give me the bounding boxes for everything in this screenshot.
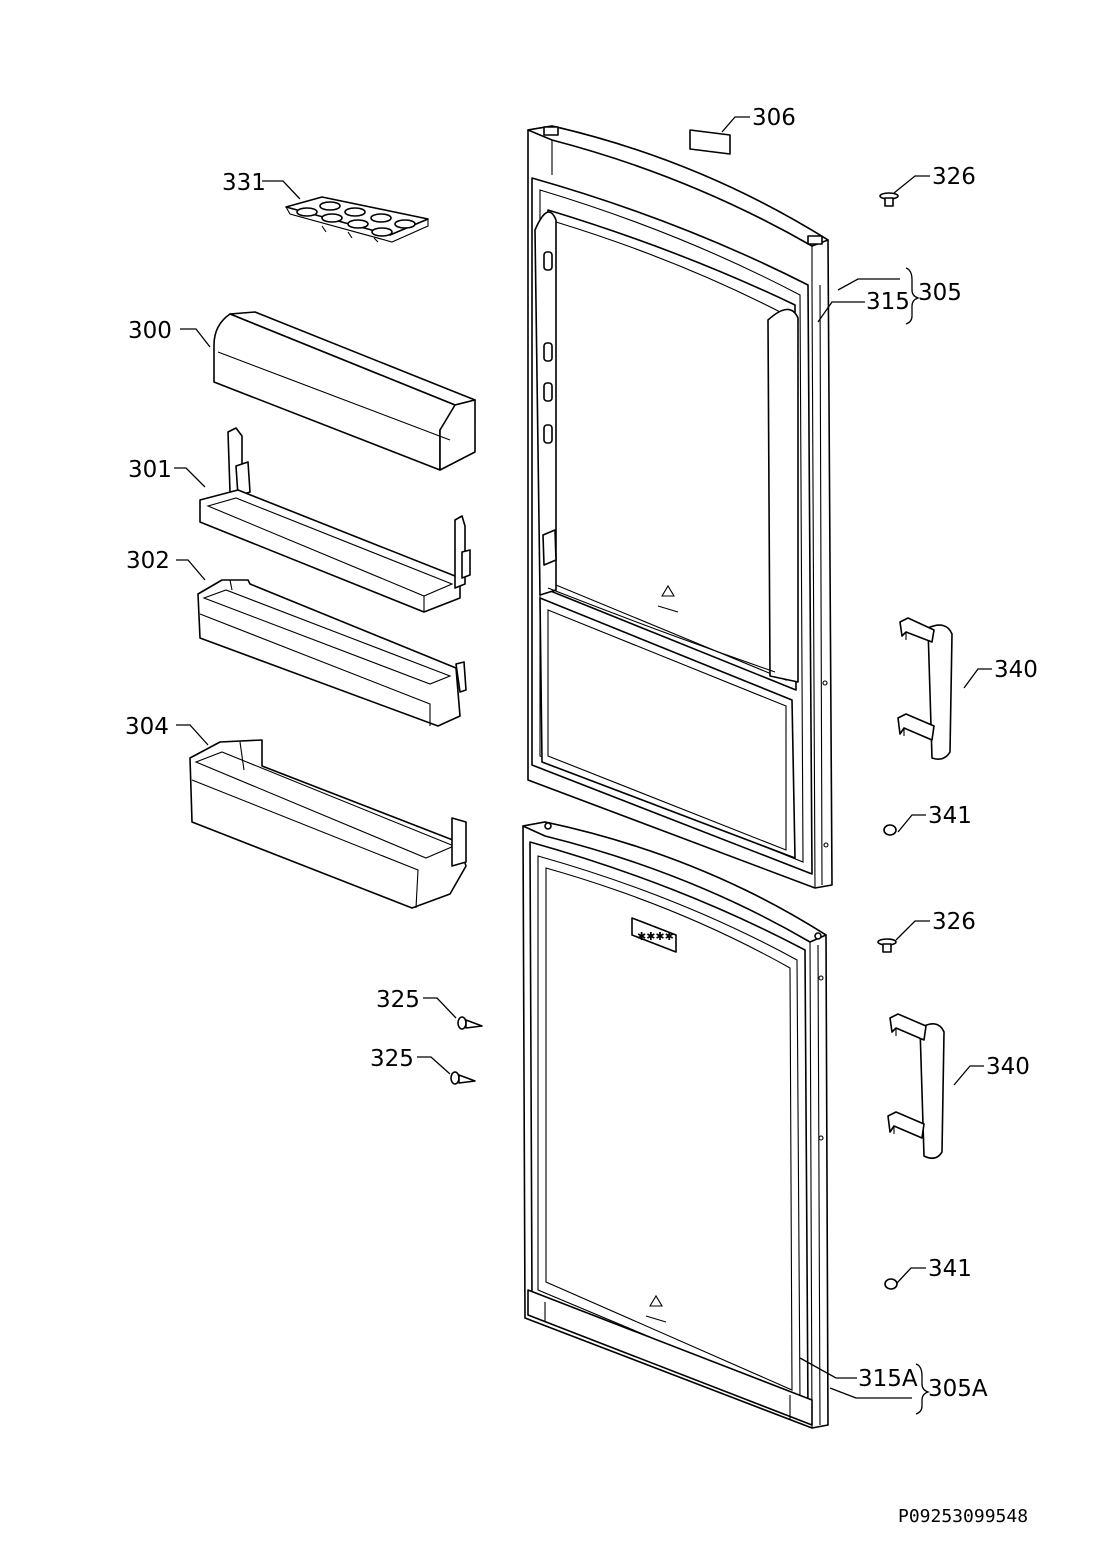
document-number: P09253099548 [898,1506,1028,1527]
label-315A: 315A [858,1366,918,1392]
upper-door-lower-panel [539,597,796,859]
label-325-a: 325 [376,987,420,1013]
part-340-upper-handle [897,617,953,760]
upper-door-left-rib [534,211,557,596]
lower-door-top-edge [522,821,827,943]
label-341-top: 341 [928,803,972,829]
part-325-screw-b [450,1071,476,1085]
label-326-bottom: 326 [932,909,976,935]
leader-lines [174,116,992,1415]
label-326-top: 326 [932,164,976,190]
upper-door-inner-liner [547,209,797,691]
upper-door-top-cap [527,125,829,247]
part-340-lower-handle [887,1013,945,1160]
label-315: 315 [866,289,910,315]
label-325-b: 325 [370,1046,414,1072]
label-340-bottom: 340 [986,1054,1030,1080]
part-306-label-plate [689,129,731,155]
recycle-symbol-icon [657,584,679,613]
part-326-lower-bushing [877,938,897,953]
part-304-bottle-shelf [189,739,467,909]
part-302-door-shelf [197,579,467,727]
part-300-dairy-compartment-lid [213,311,476,471]
freezer-stars-icon: ✱✱✱✱ [631,917,677,953]
recycle-symbol-icon [645,1294,667,1323]
part-341-upper-cap [883,824,897,836]
label-305A: 305A [928,1376,988,1402]
part-301-door-shelf [199,427,471,613]
part-341-lower-cap [884,1278,898,1290]
label-331: 331 [222,170,266,196]
svg-text:✱✱✱✱: ✱✱✱✱ [637,930,674,943]
upper-door-assembly [527,125,833,889]
lower-door-gasket [529,841,809,1413]
label-340-top: 340 [994,657,1038,683]
label-305: 305 [918,280,962,306]
label-304: 304 [125,714,169,740]
label-341-bottom: 341 [928,1256,972,1282]
part-326-upper-bushing [879,192,899,207]
label-301: 301 [128,457,172,483]
label-302: 302 [126,548,170,574]
part-331-egg-tray [285,196,429,243]
part-325-screw-a [457,1016,483,1030]
lower-door-assembly: ✱✱✱✱ [522,821,829,1429]
label-306: 306 [752,105,796,131]
label-300: 300 [128,318,172,344]
